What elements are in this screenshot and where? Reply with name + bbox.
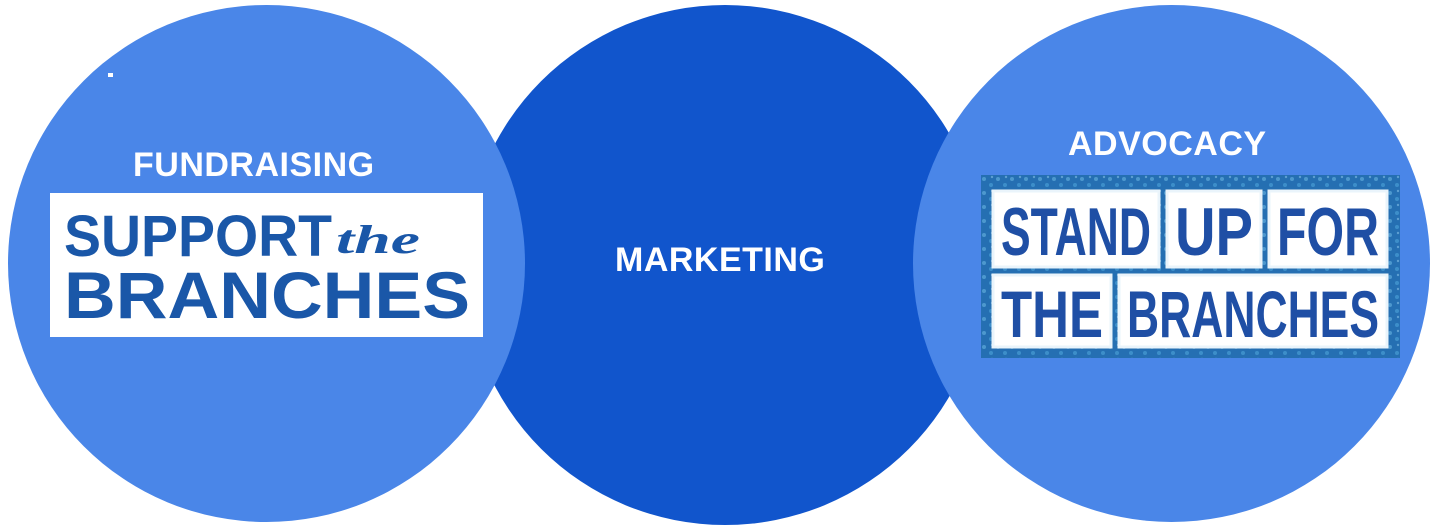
logo-word-branches-caps: BRANCHES xyxy=(1127,277,1379,351)
marketing-circle xyxy=(465,5,985,525)
logo-word-the-caps: THE xyxy=(1001,277,1103,351)
small-white-mark xyxy=(108,73,113,77)
fundraising-label: FUNDRAISING xyxy=(133,146,375,184)
advocacy-label: ADVOCACY xyxy=(1068,125,1267,163)
logo-word-stand: STAND xyxy=(1001,194,1151,270)
support-the-branches-logo: SUPPORT the BRANCHES xyxy=(50,193,483,337)
logo-word-up: UP xyxy=(1175,194,1253,270)
logo-word-branches: BRANCHES xyxy=(64,258,470,332)
logo-word-support: SUPPORT xyxy=(64,204,332,269)
support-logo-graphic: SUPPORT the BRANCHES xyxy=(50,193,483,337)
standup-logo-graphic: STAND UP FOR THE BRANCHES xyxy=(981,175,1400,358)
logo-word-the: the xyxy=(336,217,420,262)
marketing-label: MARKETING xyxy=(615,241,826,279)
stand-up-for-the-branches-logo: STAND UP FOR THE BRANCHES xyxy=(981,175,1400,358)
logo-word-for: FOR xyxy=(1277,194,1379,270)
